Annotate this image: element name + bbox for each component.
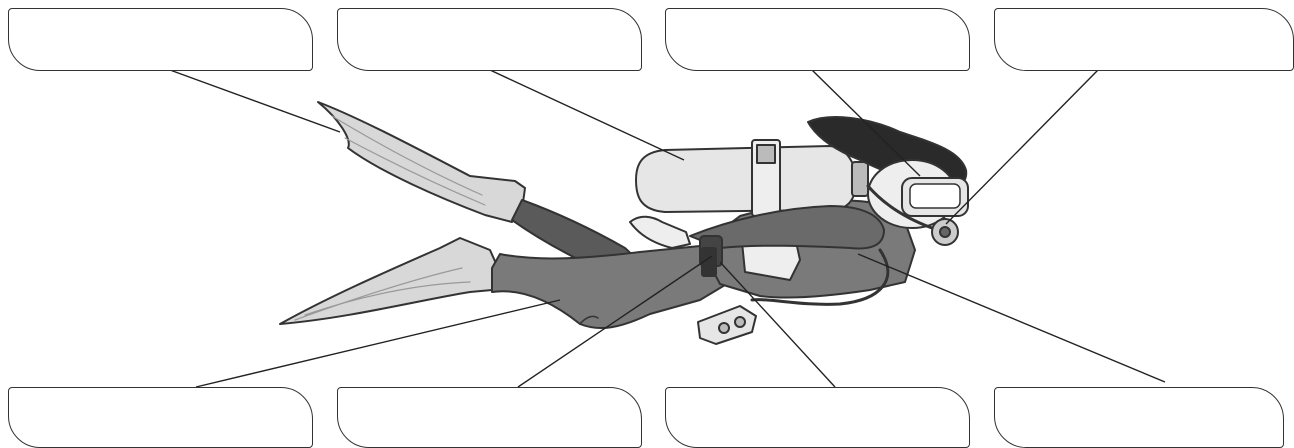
scuba-diver-illustration [279, 101, 969, 345]
upper-fin [317, 101, 526, 223]
label-box-bottom-3[interactable] [665, 387, 970, 448]
lower-fin [279, 237, 499, 325]
gauge-hose [750, 248, 890, 306]
leader-line-bottom-2 [517, 255, 713, 388]
leader-line-top-3 [811, 69, 921, 177]
arm [689, 205, 885, 250]
wetsuit-body [491, 245, 731, 330]
leader-lines [169, 69, 1166, 388]
tank-strap-2 [756, 144, 776, 164]
tank-valve [851, 161, 869, 197]
label-box-top-3[interactable] [665, 8, 970, 71]
leader-line-top-1 [169, 69, 341, 133]
leader-line-bottom-4 [857, 253, 1166, 383]
leader-line-top-4 [945, 69, 1099, 225]
label-box-bottom-4[interactable] [994, 387, 1284, 448]
label-box-top-4[interactable] [994, 8, 1294, 71]
label-box-top-2[interactable] [337, 8, 642, 71]
air-tank [635, 145, 858, 213]
leader-line-bottom-3 [719, 261, 836, 388]
leader-line-top-2 [489, 69, 685, 161]
hand [629, 215, 691, 249]
label-box-top-1[interactable] [8, 8, 313, 71]
regulator-hose [866, 184, 934, 230]
leader-line-bottom-1 [195, 299, 561, 388]
label-box-bottom-2[interactable] [337, 387, 642, 448]
label-box-bottom-1[interactable] [8, 387, 313, 448]
